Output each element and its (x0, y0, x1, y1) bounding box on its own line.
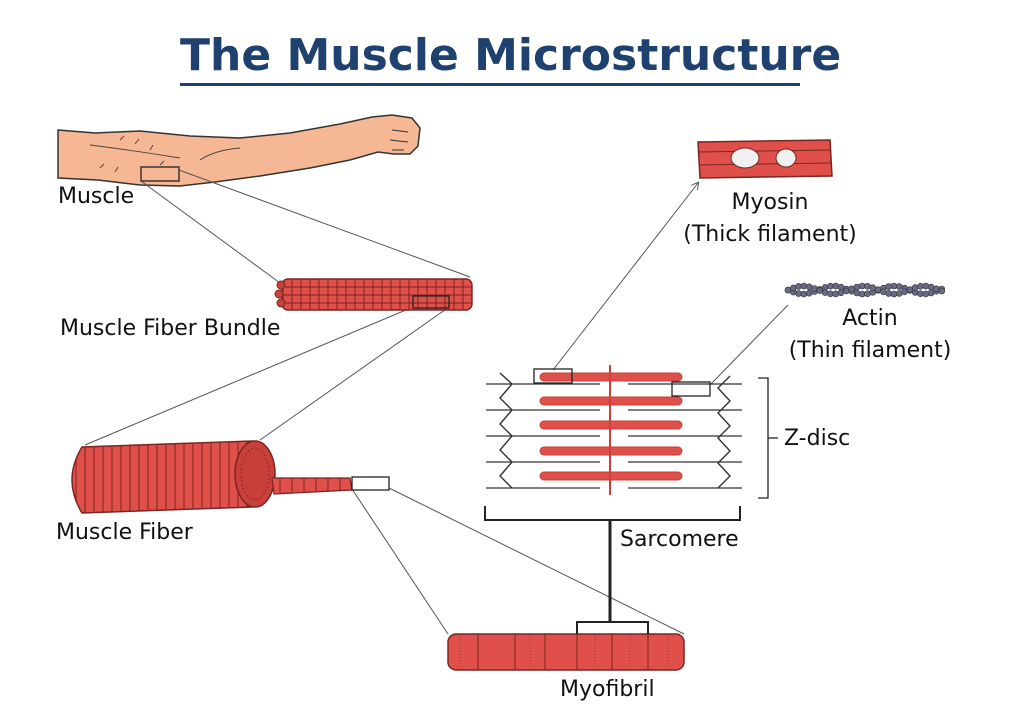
fiber-zoom-box (351, 476, 390, 491)
myosin-illustration (697, 139, 833, 179)
actin-bead (832, 290, 840, 298)
actin-bead (853, 289, 861, 297)
actin-bead (853, 283, 861, 291)
label-myosin-sub: (Thick filament) (683, 222, 857, 247)
actin-bead (821, 289, 829, 296)
bundle-zoom-box (412, 295, 450, 309)
label-muscle-fiber: Muscle Fiber (56, 520, 193, 545)
actin-bead (922, 290, 930, 298)
sarcomere-illustration (486, 365, 778, 499)
sarcomere-bracket (484, 506, 741, 521)
muscle-zoom-box (140, 166, 180, 182)
label-myofibril: Myofibril (560, 677, 655, 702)
label-actin: Actin (842, 306, 898, 331)
myofibril-illustration (447, 621, 685, 671)
label-z-disc: Z-disc (784, 426, 851, 451)
actin-illustration (784, 282, 946, 298)
muscle-fiber-illustration (71, 440, 390, 514)
myosin-zoom-box (533, 368, 573, 384)
zoom-connectors (84, 169, 789, 635)
label-muscle: Muscle (58, 184, 135, 209)
page-title: The Muscle Microstructure (180, 30, 842, 81)
muscle-fiber-bundle-illustration (274, 278, 473, 311)
label-myosin: Myosin (731, 190, 809, 215)
label-actin-sub: (Thin filament) (788, 338, 952, 363)
actin-bead (922, 282, 930, 290)
label-sarcomere: Sarcomere (620, 527, 739, 552)
actin-bead (832, 282, 840, 290)
arm-illustration (57, 114, 421, 187)
actin-bead (938, 287, 946, 295)
label-muscle-fiber-bundle: Muscle Fiber Bundle (60, 316, 281, 341)
title-underline (180, 83, 800, 86)
actin-zoom-box (671, 381, 711, 397)
